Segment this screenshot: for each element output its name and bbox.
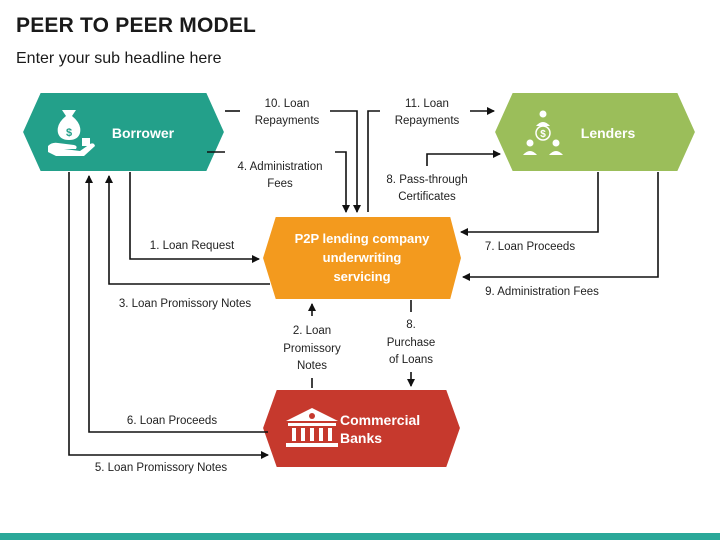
edge-8a-label-line2: Certificates — [398, 191, 456, 203]
edge-10-arrow — [225, 110, 361, 213]
svg-text:$: $ — [540, 129, 546, 140]
edge-3-label: 3. Loan Promissory Notes — [119, 298, 252, 310]
edge-8a-arrow — [426, 150, 501, 166]
p2p-label-line2: underwriting — [323, 250, 402, 265]
bottom-accent-bar — [0, 533, 720, 540]
money-bag-hand-icon: $ — [48, 110, 95, 156]
edge-2-label-line2: Promissory — [283, 343, 341, 355]
edge-2-label-line1: 2. Loan — [293, 325, 331, 337]
p2p-label-line3: servicing — [333, 269, 390, 284]
p2p-node: P2P lending company underwriting servici… — [260, 215, 464, 301]
people-network-icon: $ — [523, 110, 563, 155]
banks-label-line1: Commercial — [340, 412, 420, 428]
edge-6-label: 6. Loan Proceeds — [127, 415, 217, 427]
page-subtitle: Enter your sub headline here — [16, 50, 222, 67]
edge-1-arrow — [129, 172, 260, 263]
edge-8a-label-line1: 8. Pass-through — [386, 174, 467, 186]
edge-4-arrow — [207, 151, 350, 213]
banks-node: Commercial Banks — [260, 388, 463, 469]
edge-8b-label-line3: of Loans — [389, 354, 433, 366]
edge-3-arrow — [105, 175, 270, 285]
bank-building-icon — [286, 408, 338, 447]
page-title: PEER TO PEER MODEL — [16, 14, 257, 37]
svg-text:$: $ — [66, 127, 72, 139]
edge-4-label-line2: Fees — [267, 178, 293, 190]
p2p-label-line1: P2P lending company — [295, 231, 431, 246]
edge-9-arrow — [462, 172, 659, 281]
edge-5-arrow — [68, 172, 269, 459]
edge-11-label-line1: 11. Loan — [405, 98, 449, 110]
lenders-node: $ Lenders — [492, 91, 698, 173]
edge-1-label: 1. Loan Request — [150, 240, 235, 252]
edge-5-label: 5. Loan Promissory Notes — [95, 462, 228, 474]
borrower-label: Borrower — [112, 125, 175, 141]
edge-4-label-line1: 4. Administration — [237, 161, 322, 173]
edge-9-label: 9. Administration Fees — [485, 286, 599, 298]
edge-7-arrow — [460, 172, 599, 236]
borrower-node: $ Borrower — [20, 91, 227, 173]
edge-6-arrow — [85, 175, 268, 433]
banks-label-line2: Banks — [340, 430, 382, 446]
edge-11-arrow — [367, 107, 495, 212]
edge-11-label-line2: Repayments — [395, 115, 460, 127]
edge-10-label-line1: 10. Loan — [265, 98, 310, 110]
edge-8b-label-line1: 8. — [406, 319, 416, 331]
edge-8b-label-line2: Purchase — [387, 337, 436, 349]
edge-2-label-line3: Notes — [297, 360, 327, 372]
edge-10-label-line2: Repayments — [255, 115, 320, 127]
edge-7-label: 7. Loan Proceeds — [485, 241, 575, 253]
lenders-label: Lenders — [581, 125, 636, 141]
